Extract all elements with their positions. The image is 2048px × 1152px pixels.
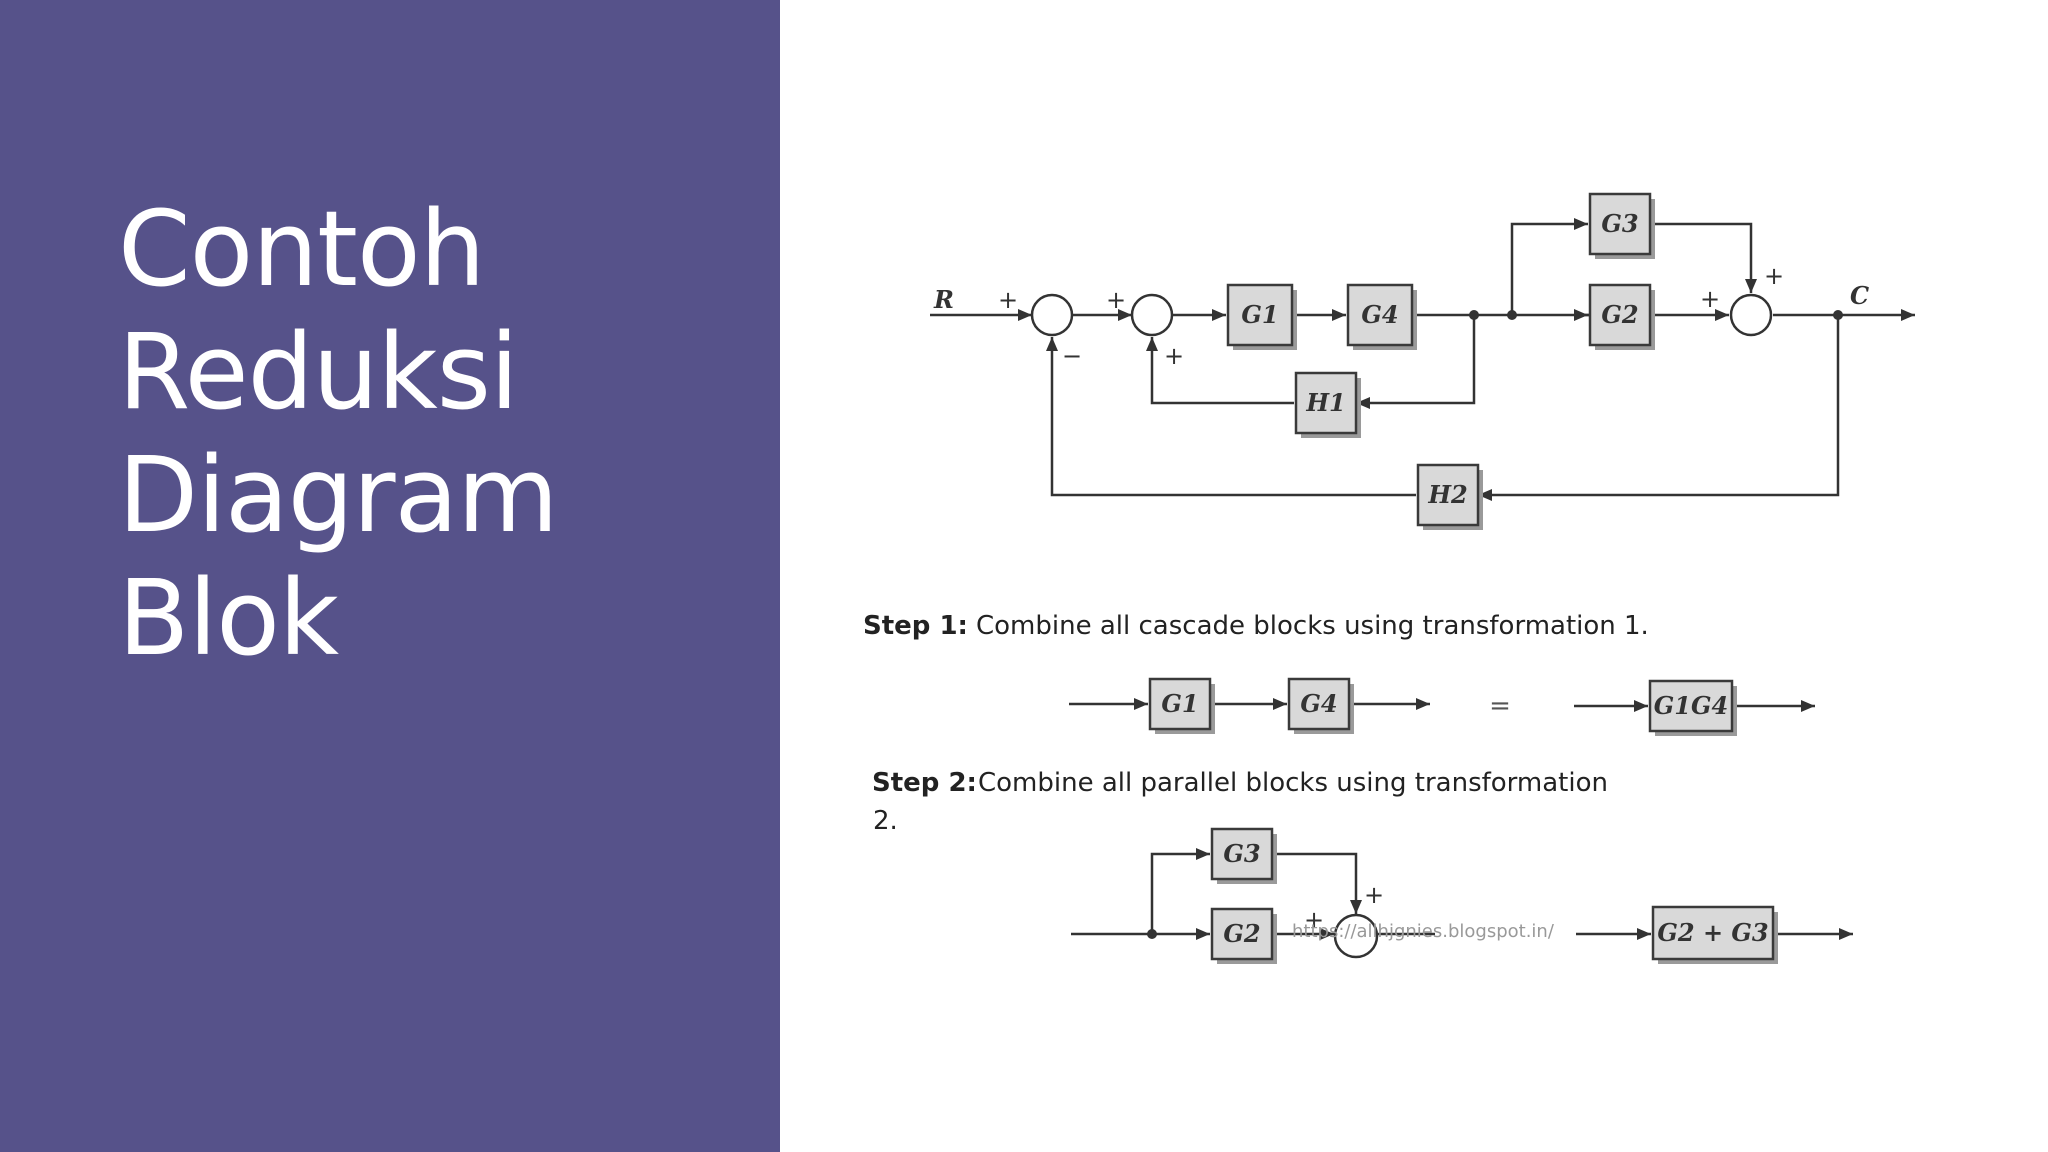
step-1-caption: Step 1: Combine all cascade blocks using…	[863, 611, 1649, 641]
arrowhead	[1416, 698, 1430, 710]
arrowhead	[1350, 900, 1362, 914]
sign-minus: −	[1062, 342, 1082, 370]
arrowhead	[1356, 397, 1370, 409]
sign-plus: +	[1764, 262, 1784, 290]
step2-block-g2-label: G2	[1223, 919, 1260, 948]
sign-plus: +	[1106, 286, 1126, 314]
arrowhead	[1574, 309, 1588, 321]
arrowhead	[1018, 309, 1032, 321]
arrowhead	[1212, 309, 1226, 321]
arrowhead	[1637, 928, 1651, 940]
arrowhead	[1634, 700, 1648, 712]
sign-plus: +	[1700, 285, 1720, 313]
sign-plus: +	[1164, 342, 1184, 370]
summing-junction-step2	[1333, 913, 1379, 959]
arrowhead	[1332, 309, 1346, 321]
step-2-text: Combine all parallel blocks using transf…	[978, 768, 1608, 798]
sign-plus: +	[1364, 881, 1384, 909]
arrowhead	[1046, 337, 1058, 351]
step-2-label: Step 2:	[872, 768, 977, 798]
step1-block-g1: G1	[1148, 677, 1215, 734]
signal-c-label: C	[1850, 281, 1869, 310]
step-2-text-cont: 2.	[873, 806, 898, 836]
sign-plus: +	[998, 286, 1018, 314]
title-line-4: Blok	[118, 557, 339, 679]
step-1: Step 1: Combine all cascade blocks using…	[863, 611, 1815, 736]
arrowhead	[1134, 698, 1148, 710]
block-h2-label: H2	[1427, 480, 1467, 509]
step-1-text: Combine all cascade blocks using transfo…	[976, 611, 1649, 641]
arrowhead	[1118, 309, 1132, 321]
branch-point	[1147, 929, 1157, 939]
branch-point	[1507, 310, 1517, 320]
slide-title: Contoh Reduksi Diagram Blok	[118, 188, 559, 680]
signal-r-label: R	[933, 285, 954, 314]
line-step2-branch	[1150, 852, 1210, 934]
sign-plus: +	[1304, 906, 1324, 934]
summing-junction-1	[1030, 293, 1074, 337]
arrowhead	[1715, 309, 1729, 321]
title-line-3: Diagram	[118, 434, 559, 556]
line-h2-feedback-in	[1478, 315, 1840, 497]
arrowhead	[1146, 337, 1158, 351]
summing-junction-3	[1729, 293, 1773, 337]
line-g3-out	[1650, 222, 1753, 293]
line-h2-feedback-out	[1050, 337, 1416, 497]
block-g3-label: G3	[1601, 209, 1638, 238]
step-1-label: Step 1:	[863, 611, 968, 641]
block-g1-label: G1	[1241, 300, 1278, 329]
line-h1-feedback-out	[1150, 337, 1294, 405]
step2-result-block: G2 + G3	[1651, 905, 1778, 964]
step2-result-label: G2 + G3	[1657, 918, 1768, 947]
block-g4-label: G4	[1361, 300, 1398, 329]
branch-point	[1833, 310, 1843, 320]
arrowhead	[1196, 928, 1210, 940]
line-step2-g3-out	[1272, 852, 1358, 914]
arrowhead	[1801, 700, 1815, 712]
equals-sign: =	[1489, 691, 1511, 721]
summing-junction-2	[1130, 293, 1174, 337]
arrowhead	[1196, 848, 1210, 860]
step2-block-g3: G3	[1210, 827, 1277, 884]
block-h2: H2	[1416, 463, 1483, 530]
step2-block-g2: G2	[1210, 907, 1277, 964]
main-block-diagram: G1 G4 G3 G2 H1 H2 R C	[930, 192, 1915, 530]
watermark-url: https://allhjgnies.blogspot.in/	[1292, 921, 1555, 942]
arrowhead	[1745, 279, 1757, 293]
block-h1-label: H1	[1305, 388, 1345, 417]
block-diagram-figure: G1 G4 G3 G2 H1 H2 R C	[863, 192, 1915, 964]
title-panel: Contoh Reduksi Diagram Blok	[0, 0, 780, 1152]
block-g3: G3	[1588, 192, 1655, 259]
step-2: Step 2: Combine all parallel blocks usin…	[872, 768, 1853, 964]
line-g3-branch	[1510, 222, 1588, 315]
step2-block-g3-label: G3	[1223, 839, 1260, 868]
block-g2: G2	[1588, 283, 1655, 350]
block-g4: G4	[1346, 283, 1417, 350]
arrowhead	[1901, 309, 1915, 321]
title-line-2: Reduksi	[118, 311, 519, 433]
branch-point	[1469, 310, 1479, 320]
step1-block-g1-label: G1	[1161, 689, 1198, 718]
arrowhead	[1320, 928, 1334, 940]
arrowhead	[1478, 489, 1492, 501]
step-2-caption: Step 2: Combine all parallel blocks usin…	[872, 768, 1608, 798]
step1-block-g4: G4	[1287, 677, 1354, 734]
title-line-1: Contoh	[118, 188, 485, 310]
arrowhead	[1273, 698, 1287, 710]
step1-result-label: G1G4	[1654, 691, 1728, 720]
arrowhead	[1574, 218, 1588, 230]
block-h1: H1	[1294, 371, 1361, 438]
step1-block-g4-label: G4	[1300, 689, 1337, 718]
line-h1-feedback-in	[1356, 315, 1476, 405]
block-g1: G1	[1226, 283, 1297, 350]
step1-result-block: G1G4	[1648, 679, 1737, 736]
block-g2-label: G2	[1601, 300, 1638, 329]
arrowhead	[1839, 928, 1853, 940]
